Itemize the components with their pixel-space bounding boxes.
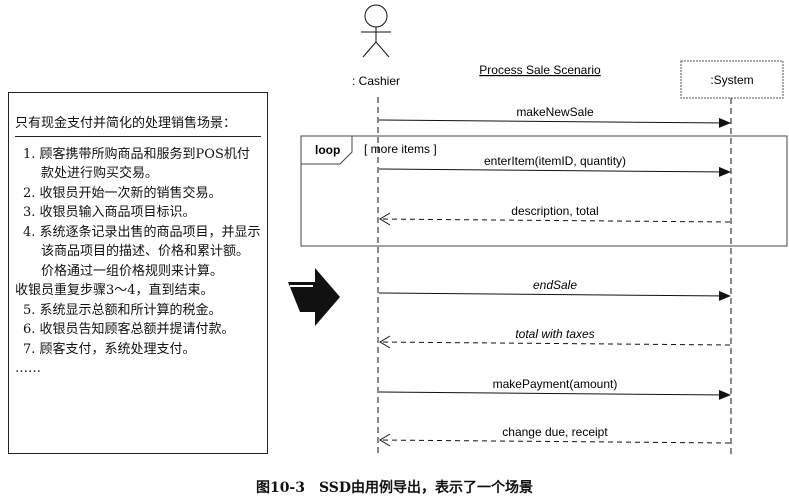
open-arrowhead-icon	[379, 335, 391, 349]
message-arrow	[378, 166, 731, 177]
open-arrowhead-icon	[379, 212, 391, 226]
use-case-step: 5. 系统显示总额和所计算的税金。	[23, 302, 222, 318]
message-label: total with taxes	[515, 327, 594, 341]
message-label: makeNewSale	[516, 105, 594, 119]
message-label: enterItem(itemID, quantity)	[484, 154, 626, 168]
loop-frame	[300, 135, 788, 247]
message-arrow	[378, 290, 731, 301]
loop-label: loop	[315, 143, 340, 157]
use-case-title: 只有现金支付并简化的处理销售场景：	[15, 114, 261, 137]
actor-label: : Cashier	[352, 74, 400, 88]
system-box	[680, 60, 784, 99]
use-case-step: 7. 顾客支付，系统处理支付。	[23, 341, 196, 357]
open-arrowhead-icon	[379, 433, 391, 447]
actor-stick-figure-icon	[361, 4, 391, 58]
use-case-ellipsis: ……	[15, 361, 41, 376]
message-arrow	[378, 439, 731, 444]
message-label: change due, receipt	[502, 425, 608, 439]
use-case-step: 2. 收银员开始一次新的销售交易。	[23, 185, 222, 201]
loop-guard: [ more items ]	[364, 142, 437, 156]
message-label: description, total	[511, 204, 598, 218]
message-arrow	[378, 117, 731, 128]
diagram-title: Process Sale Scenario	[479, 63, 601, 77]
message-arrow	[378, 389, 731, 400]
message-label: makePayment(amount)	[493, 377, 618, 391]
message-arrow	[378, 218, 731, 223]
use-case-step: 4. 系统逐条记录出售的商品项目，并显示该商品项目的描述、价格和累计额。价格通过…	[23, 224, 261, 279]
figure-caption: 图10-3 SSD由用例导出，表示了一个场景	[255, 480, 534, 496]
message-arrow	[378, 341, 731, 346]
use-case-step: 6. 收银员告知顾客总额并提请付款。	[23, 322, 235, 337]
use-case-step: 3. 收银员输入商品项目标识。	[23, 205, 196, 220]
use-case-text-box: 只有现金支付并简化的处理销售场景： 1. 顾客携带所购商品和服务到POS机付款处…	[8, 92, 268, 454]
message-label: endSale	[533, 278, 577, 292]
use-case-step: 1. 顾客携带所购商品和服务到POS机付款处进行购买交易。	[23, 146, 250, 182]
use-case-step: 收银员重复步骤3～4，直到结束。	[15, 283, 214, 298]
system-label: :System	[710, 73, 753, 87]
derivation-arrow-icon	[288, 268, 340, 326]
